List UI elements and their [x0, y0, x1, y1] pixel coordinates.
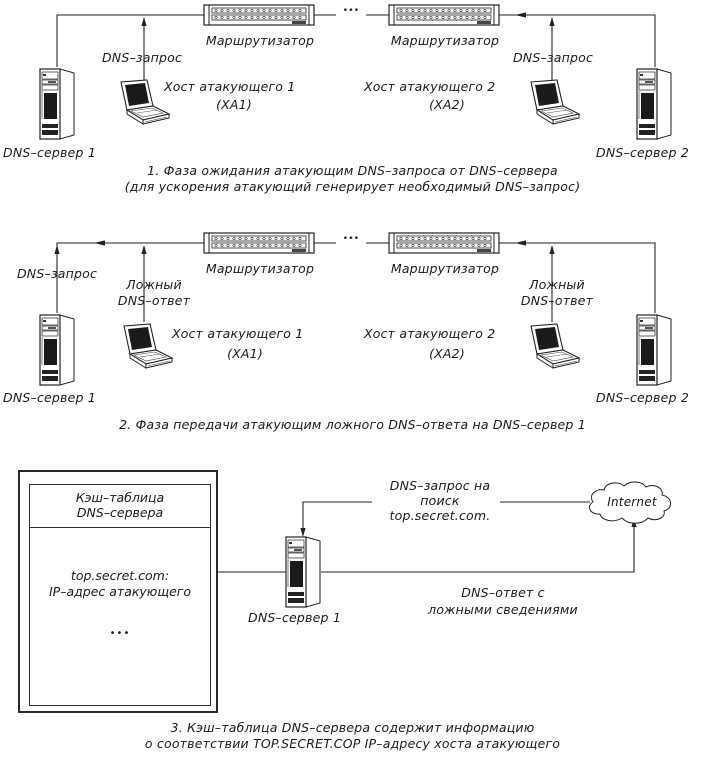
phase3-link-request-left	[302, 501, 372, 533]
phase2-link-left	[56, 242, 204, 313]
phase1-laptop2-icon	[530, 79, 580, 125]
phase1-server2-icon	[636, 68, 672, 140]
phase1-caption-line1: 1. Фаза ожидания атакующим DNS–запроса о…	[147, 163, 558, 178]
cache-table	[29, 484, 211, 706]
phase3-server-icon	[285, 536, 321, 608]
phase2-server2-icon	[636, 314, 672, 386]
cache-table-header: Кэш–таблица DNS–сервера	[29, 484, 211, 528]
phase1-attacker1-code: (ХА1)	[216, 97, 252, 112]
phase1-server1-icon	[39, 68, 75, 140]
phase1-arrow-up-icon	[549, 17, 555, 26]
phase3-arrow-down-icon	[300, 528, 306, 537]
phase2-arrow-left-icon	[94, 240, 105, 246]
phase2-caption: 2. Фаза передачи атакующим ложного DNS–о…	[119, 417, 586, 432]
cache-title-line1: Кэш–таблица	[75, 490, 165, 505]
phase1-attacker2-code: (ХА2)	[429, 97, 465, 112]
phase2-fake-left-label2: DNS–ответ	[117, 293, 191, 308]
phase1-router-left-icon	[203, 4, 315, 26]
phase2-router-right-label: Маршрутизатор	[390, 261, 500, 276]
phase2-fake-right-label2: DNS–ответ	[520, 293, 594, 308]
phase3-request-line3: top.secret.com.	[389, 508, 491, 523]
phase1-router-left-label: Маршрутизатор	[205, 33, 315, 48]
phase2-laptop2-icon	[530, 323, 580, 369]
phase3-server-label: DNS–сервер 1	[248, 610, 341, 625]
phase1-router-right-label: Маршрутизатор	[390, 33, 500, 48]
phase3-request-line1: DNS–запрос на	[389, 478, 491, 493]
phase3-request-line2: поиск	[420, 493, 460, 508]
internet-cloud-icon	[589, 481, 671, 524]
phase2-server2-label: DNS–сервер 2	[596, 390, 689, 405]
phase2-arrow-left-icon	[515, 240, 526, 246]
cache-entry-ip: IP–адрес атакующего	[49, 584, 191, 599]
phase1-link-right	[499, 14, 656, 67]
phase1-dns-request-right-label: DNS–запрос	[512, 50, 594, 65]
phase1-arrow-left-icon	[515, 12, 526, 18]
phase3-network	[218, 481, 671, 608]
phase2-arrow-up-icon	[549, 245, 555, 254]
phase2-arrow-up-icon	[54, 245, 60, 254]
phase2-router-left-label: Маршрутизатор	[205, 261, 315, 276]
phase1-router-right-icon	[388, 4, 500, 26]
phase1-arrow-up-icon	[141, 17, 147, 26]
cache-table-frame	[18, 470, 218, 713]
phase2-fake-right-label1: Ложный	[529, 277, 585, 292]
phase3-caption-line1: 3. Кэш–таблица DNS–сервера содержит инфо…	[170, 720, 535, 735]
cache-title-line2: DNS–сервера	[76, 505, 164, 520]
phase1-dns-request-left-label: DNS–запрос	[101, 50, 183, 65]
cache-entry-domain: top.secret.com:	[70, 568, 170, 583]
phase1-server2-label: DNS–сервер 2	[596, 145, 689, 160]
phase2-attacker1-code: (ХА1)	[227, 346, 263, 361]
cache-more-ellipsis: •••	[109, 628, 131, 639]
cache-entry: top.secret.com: IP–адрес атакующего	[29, 568, 211, 600]
phase3-caption-line2: о соответствии TOP.SECRET.COP IP–адресу …	[144, 736, 561, 751]
phase3-link-response	[321, 522, 635, 573]
phase1-laptop1-icon	[120, 79, 170, 125]
phase2-attacker2-code: (ХА2)	[429, 346, 465, 361]
phase1-attacker2-label: Хост атакующего 2	[364, 79, 496, 94]
phase2-network	[39, 232, 672, 386]
phase2-router-right-icon	[388, 232, 500, 254]
phase3-response-label: DNS–ответ с ложными сведениями	[428, 584, 578, 618]
phase2-server1-icon	[39, 314, 75, 386]
phase2-ellipsis: •••	[342, 234, 360, 244]
internet-label: Internet	[607, 495, 657, 509]
phase2-attacker2-label: Хост атакующего 2	[364, 326, 496, 341]
phase1-link-left	[56, 14, 204, 67]
phase1-ellipsis: •••	[342, 6, 360, 16]
phase1-server1-label: DNS–сервер 1	[3, 145, 96, 160]
phase3-response-line2: ложными сведениями	[428, 602, 578, 617]
phase2-arrow-up-icon	[141, 245, 147, 254]
phase1-caption-line2: (для ускорения атакующий генерирует необ…	[124, 179, 581, 194]
phase2-link-right	[499, 242, 656, 313]
phase2-attacker1-label: Хост атакующего 1	[172, 326, 304, 341]
phase1-network	[39, 4, 672, 140]
phase2-fake-left-label1: Ложный	[126, 277, 182, 292]
phase3-response-line1: DNS–ответ с	[461, 585, 545, 600]
phase3-request-label: DNS–запрос на поиск top.secret.com.	[390, 478, 491, 523]
phase2-laptop1-icon	[123, 323, 173, 369]
phase2-server1-label: DNS–сервер 1	[3, 390, 96, 405]
phase2-router-left-icon	[203, 232, 315, 254]
phase1-attacker1-label: Хост атакующего 1	[164, 79, 296, 94]
phase2-dns-request-label: DNS–запрос	[16, 266, 98, 281]
